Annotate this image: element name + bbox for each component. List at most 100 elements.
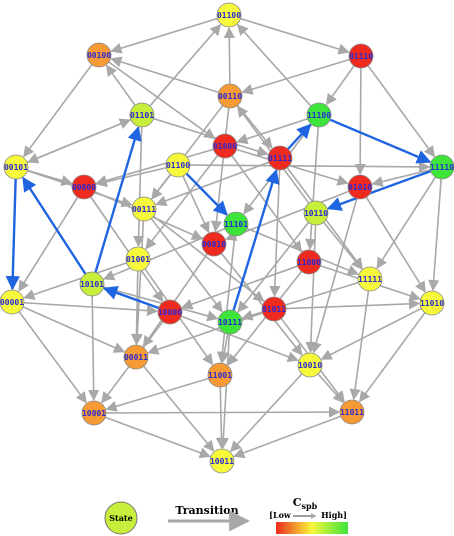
state-node-label: 11100 xyxy=(307,111,331,120)
state-node-circle xyxy=(81,400,107,426)
state-node[interactable]: 10110 xyxy=(303,200,329,226)
state-node[interactable]: 11000 xyxy=(296,249,322,275)
state-node-label: 10011 xyxy=(210,457,234,466)
state-node-label: 11110 xyxy=(430,163,454,172)
state-node-label: 10001 xyxy=(82,409,106,418)
transition-edge xyxy=(236,23,312,107)
highlighted-transition-edge xyxy=(22,176,87,275)
state-node[interactable]: 10111 xyxy=(217,309,243,335)
state-node-label: 01100 xyxy=(166,161,190,170)
transition-edge xyxy=(365,196,426,293)
state-node-label: 10101 xyxy=(80,280,104,289)
state-node-circle xyxy=(348,43,374,69)
state-node-label: 11000 xyxy=(297,258,321,267)
state-node-label: 10010 xyxy=(298,361,322,370)
transition-edge xyxy=(241,281,359,321)
state-node-circle xyxy=(419,290,445,316)
state-node-label: 01111 xyxy=(268,154,292,163)
state-node-label: 00111 xyxy=(132,205,156,214)
state-node[interactable]: 01111 xyxy=(267,145,293,171)
state-node[interactable]: 01100 xyxy=(165,152,191,178)
state-node[interactable]: 00000 xyxy=(71,174,97,200)
state-node[interactable]: 10000 xyxy=(157,299,183,325)
state-node[interactable]: 10010 xyxy=(297,352,323,378)
state-node-circle xyxy=(79,271,105,297)
transition-edge xyxy=(320,307,422,360)
transition-edge xyxy=(241,58,350,95)
transition-edge xyxy=(147,312,263,355)
highlighted-transition-edge xyxy=(287,123,312,150)
transition-edge xyxy=(110,56,219,94)
transition-edge xyxy=(105,406,341,418)
state-node-label: 11011 xyxy=(340,408,364,417)
transition-edge xyxy=(359,312,426,403)
state-node-circle xyxy=(3,154,29,180)
state-node[interactable]: 00001 xyxy=(0,289,25,315)
state-node[interactable]: 01001 xyxy=(125,246,151,272)
state-node-circle xyxy=(261,296,287,322)
transition-edge xyxy=(325,65,355,106)
legend-transition-label: Transition xyxy=(175,504,238,517)
state-node-circle xyxy=(165,152,191,178)
state-node-label: 00000 xyxy=(72,183,96,192)
transition-edge xyxy=(22,306,126,353)
state-node[interactable]: 11010 xyxy=(419,290,445,316)
state-node-circle xyxy=(212,133,238,159)
state-node-circle xyxy=(303,200,329,226)
state-node[interactable]: 11001 xyxy=(207,362,233,388)
transition-edge xyxy=(105,377,209,412)
state-node-label: 10000 xyxy=(158,308,182,317)
state-node-label: 10111 xyxy=(218,318,242,327)
transition-edge xyxy=(151,174,172,200)
state-node[interactable]: 10101 xyxy=(79,271,105,297)
transition-edge xyxy=(285,298,421,310)
highlighted-transition-edge xyxy=(232,169,280,311)
state-node[interactable]: 11100 xyxy=(306,102,332,128)
state-node[interactable]: 10001 xyxy=(81,400,107,426)
transition-edge xyxy=(18,196,79,292)
blue-edges xyxy=(5,118,432,311)
legend-state-circle xyxy=(104,501,138,535)
gray-edges xyxy=(18,17,442,459)
transition-edge xyxy=(108,61,216,140)
state-node[interactable]: 10011 xyxy=(209,448,235,474)
state-node[interactable]: 01010 xyxy=(347,174,373,200)
state-node[interactable]: 00010 xyxy=(201,231,227,257)
state-node-circle xyxy=(0,289,25,315)
state-node-circle xyxy=(306,102,332,128)
transition-edge xyxy=(227,270,303,366)
state-node[interactable]: 00101 xyxy=(3,154,29,180)
transition-edge xyxy=(23,301,159,317)
state-node[interactable]: 01011 xyxy=(261,296,287,322)
state-node[interactable]: 11111 xyxy=(357,266,383,292)
state-node-label: 01010 xyxy=(348,183,372,192)
state-node[interactable]: 11110 xyxy=(429,154,454,180)
state-node[interactable]: 11011 xyxy=(339,399,365,425)
state-node[interactable]: 00100 xyxy=(86,42,112,68)
state-node[interactable]: 00011 xyxy=(123,344,149,370)
transition-edge xyxy=(153,215,265,302)
transition-edge xyxy=(215,386,228,450)
state-node-label: 11111 xyxy=(358,275,382,284)
state-node-label: 01011 xyxy=(262,305,286,314)
transition-edge xyxy=(90,196,164,303)
state-node[interactable]: 00110 xyxy=(217,83,243,109)
transition-edge xyxy=(210,107,230,233)
transition-edge xyxy=(182,175,210,234)
transition-edge xyxy=(376,176,437,270)
state-node-circle xyxy=(347,174,373,200)
state-node[interactable]: 01100 xyxy=(216,2,242,28)
state-node-label: 11010 xyxy=(420,299,444,308)
transition-edge xyxy=(150,218,223,313)
state-node[interactable]: 01000 xyxy=(212,133,238,159)
state-node-circle xyxy=(223,211,249,237)
state-node-circle xyxy=(267,145,293,171)
state-node[interactable]: 11101 xyxy=(223,211,249,237)
state-node[interactable]: 01110 xyxy=(348,43,374,69)
transition-edge xyxy=(269,169,281,298)
state-node[interactable]: 00111 xyxy=(131,196,157,222)
state-node[interactable]: 01101 xyxy=(129,102,155,128)
transition-edge xyxy=(317,373,345,404)
state-node-circle xyxy=(71,174,97,200)
